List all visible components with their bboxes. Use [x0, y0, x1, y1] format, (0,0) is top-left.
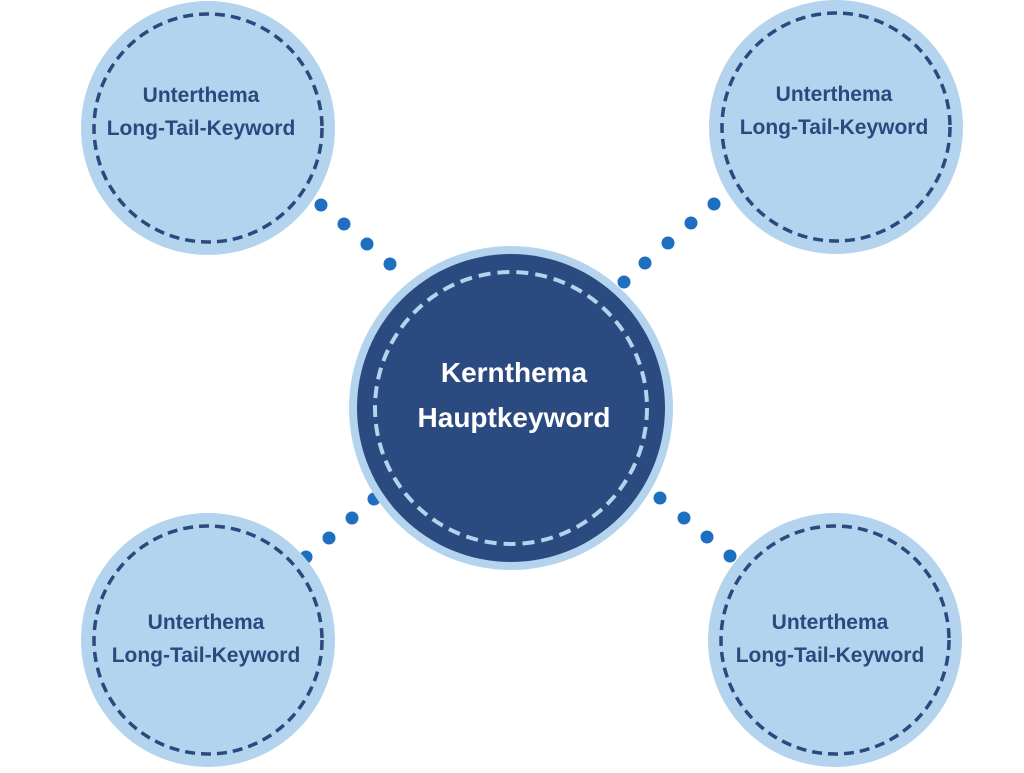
connector-dot — [314, 198, 328, 212]
connector-bottom-right — [653, 491, 737, 563]
subtopic-label-top-right: Unterthema Long-Tail-Keyword — [740, 78, 929, 144]
connector-dot — [337, 217, 351, 231]
connector-dot — [383, 257, 397, 271]
connector-dot — [653, 491, 667, 505]
subtopic-keyword: Long-Tail-Keyword — [111, 644, 301, 667]
connector-dot — [700, 530, 714, 544]
subtopic-node-top-right — [709, 0, 963, 254]
connector-dot — [677, 511, 691, 525]
subtopic-label-bottom-right: Unterthema Long-Tail-Keyword — [736, 606, 925, 672]
connector-dot — [707, 197, 721, 211]
connector-dot — [723, 549, 737, 563]
connector-top-right — [617, 197, 721, 289]
subtopic-title: Unterthema — [775, 83, 893, 106]
connector-dot — [345, 511, 359, 525]
core-title: Kernthema — [440, 357, 588, 388]
subtopic-title: Unterthema — [147, 611, 265, 634]
connector-dot — [322, 531, 336, 545]
subtopic-label-bottom-left: Unterthema Long-Tail-Keyword — [112, 606, 301, 672]
connector-dot — [684, 216, 698, 230]
subtopic-title: Unterthema — [771, 611, 889, 634]
subtopic-keyword: Long-Tail-Keyword — [735, 644, 925, 667]
core-node — [349, 246, 673, 570]
subtopic-title: Unterthema — [142, 84, 260, 107]
core-label: Kernthema Hauptkeyword — [418, 350, 611, 440]
subtopic-node-bottom-right — [708, 513, 962, 767]
core-keyword: Hauptkeyword — [417, 402, 611, 433]
subtopic-keyword: Long-Tail-Keyword — [106, 117, 296, 140]
subtopic-node-bottom-left — [81, 513, 335, 767]
connector-dot — [617, 275, 631, 289]
connector-top-left — [314, 198, 397, 271]
subtopic-node-top-left — [81, 1, 335, 255]
connector-bottom-left — [299, 492, 381, 564]
subtopic-keyword: Long-Tail-Keyword — [739, 116, 929, 139]
connector-dot — [661, 236, 675, 250]
subtopic-label-top-left: Unterthema Long-Tail-Keyword — [107, 79, 296, 145]
connector-dot — [360, 237, 374, 251]
connector-dot — [638, 256, 652, 270]
